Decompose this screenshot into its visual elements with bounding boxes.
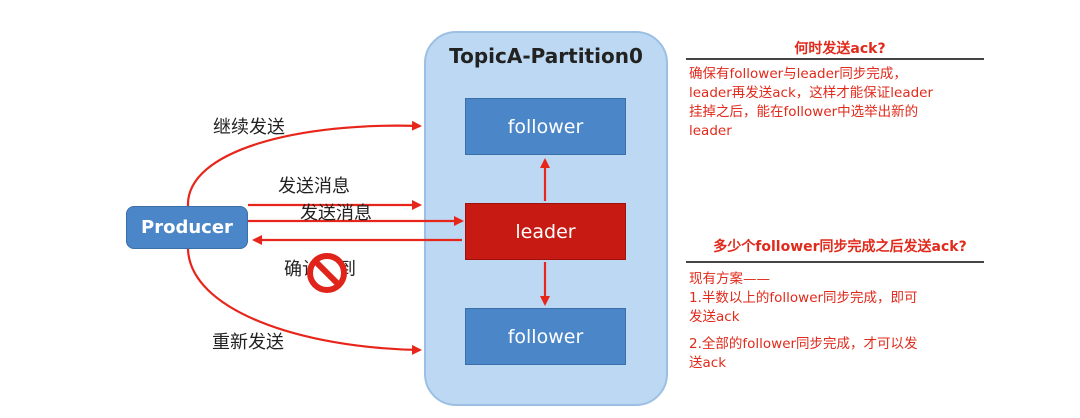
how-many-line: 发送ack xyxy=(689,309,740,325)
send-message-label-1: 发送消息 xyxy=(278,176,350,197)
when-ack-line: 确保有follower与leader同步完成， xyxy=(689,66,907,82)
how-many-divider xyxy=(686,261,984,263)
how-many-line: 2.全部的follower同步完成，才可以发 xyxy=(689,336,918,352)
when-ack-line: 挂掉之后，能在follower中选举出新的 xyxy=(689,104,919,120)
when-ack-line: leader xyxy=(689,123,732,139)
no-entry-icon xyxy=(307,253,347,293)
how-many-text: 现有方案—— 1.半数以上的follower同步完成，即可 发送ack 2.全部… xyxy=(689,270,918,373)
leader-node: leader xyxy=(465,203,626,260)
when-ack-line: leader再发送ack，这样才能保证leader xyxy=(689,85,934,101)
continue-send-label: 继续发送 xyxy=(213,117,285,138)
send-message-label-2: 发送消息 xyxy=(300,203,372,224)
how-many-line: 现有方案—— xyxy=(689,271,770,287)
when-ack-text: 确保有follower与leader同步完成， leader再发送ack，这样才… xyxy=(689,65,933,141)
how-many-line: 1.半数以上的follower同步完成，即可 xyxy=(689,290,918,306)
resend-arrow xyxy=(186,248,422,355)
resend-label: 重新发送 xyxy=(212,332,284,353)
producer-node: Producer xyxy=(126,206,248,249)
partition-title: TopicA-Partition0 xyxy=(449,44,643,68)
follower-top-node: follower xyxy=(465,98,626,155)
follower-bottom-node: follower xyxy=(465,308,626,365)
how-many-spacer xyxy=(689,327,918,335)
how-many-title: 多少个follower同步完成之后发送ack? xyxy=(713,239,967,255)
when-ack-title: 何时发送ack? xyxy=(794,41,886,57)
how-many-line: 送ack xyxy=(689,355,727,371)
when-ack-divider xyxy=(686,58,984,60)
continue-send-arrow xyxy=(186,120,422,207)
